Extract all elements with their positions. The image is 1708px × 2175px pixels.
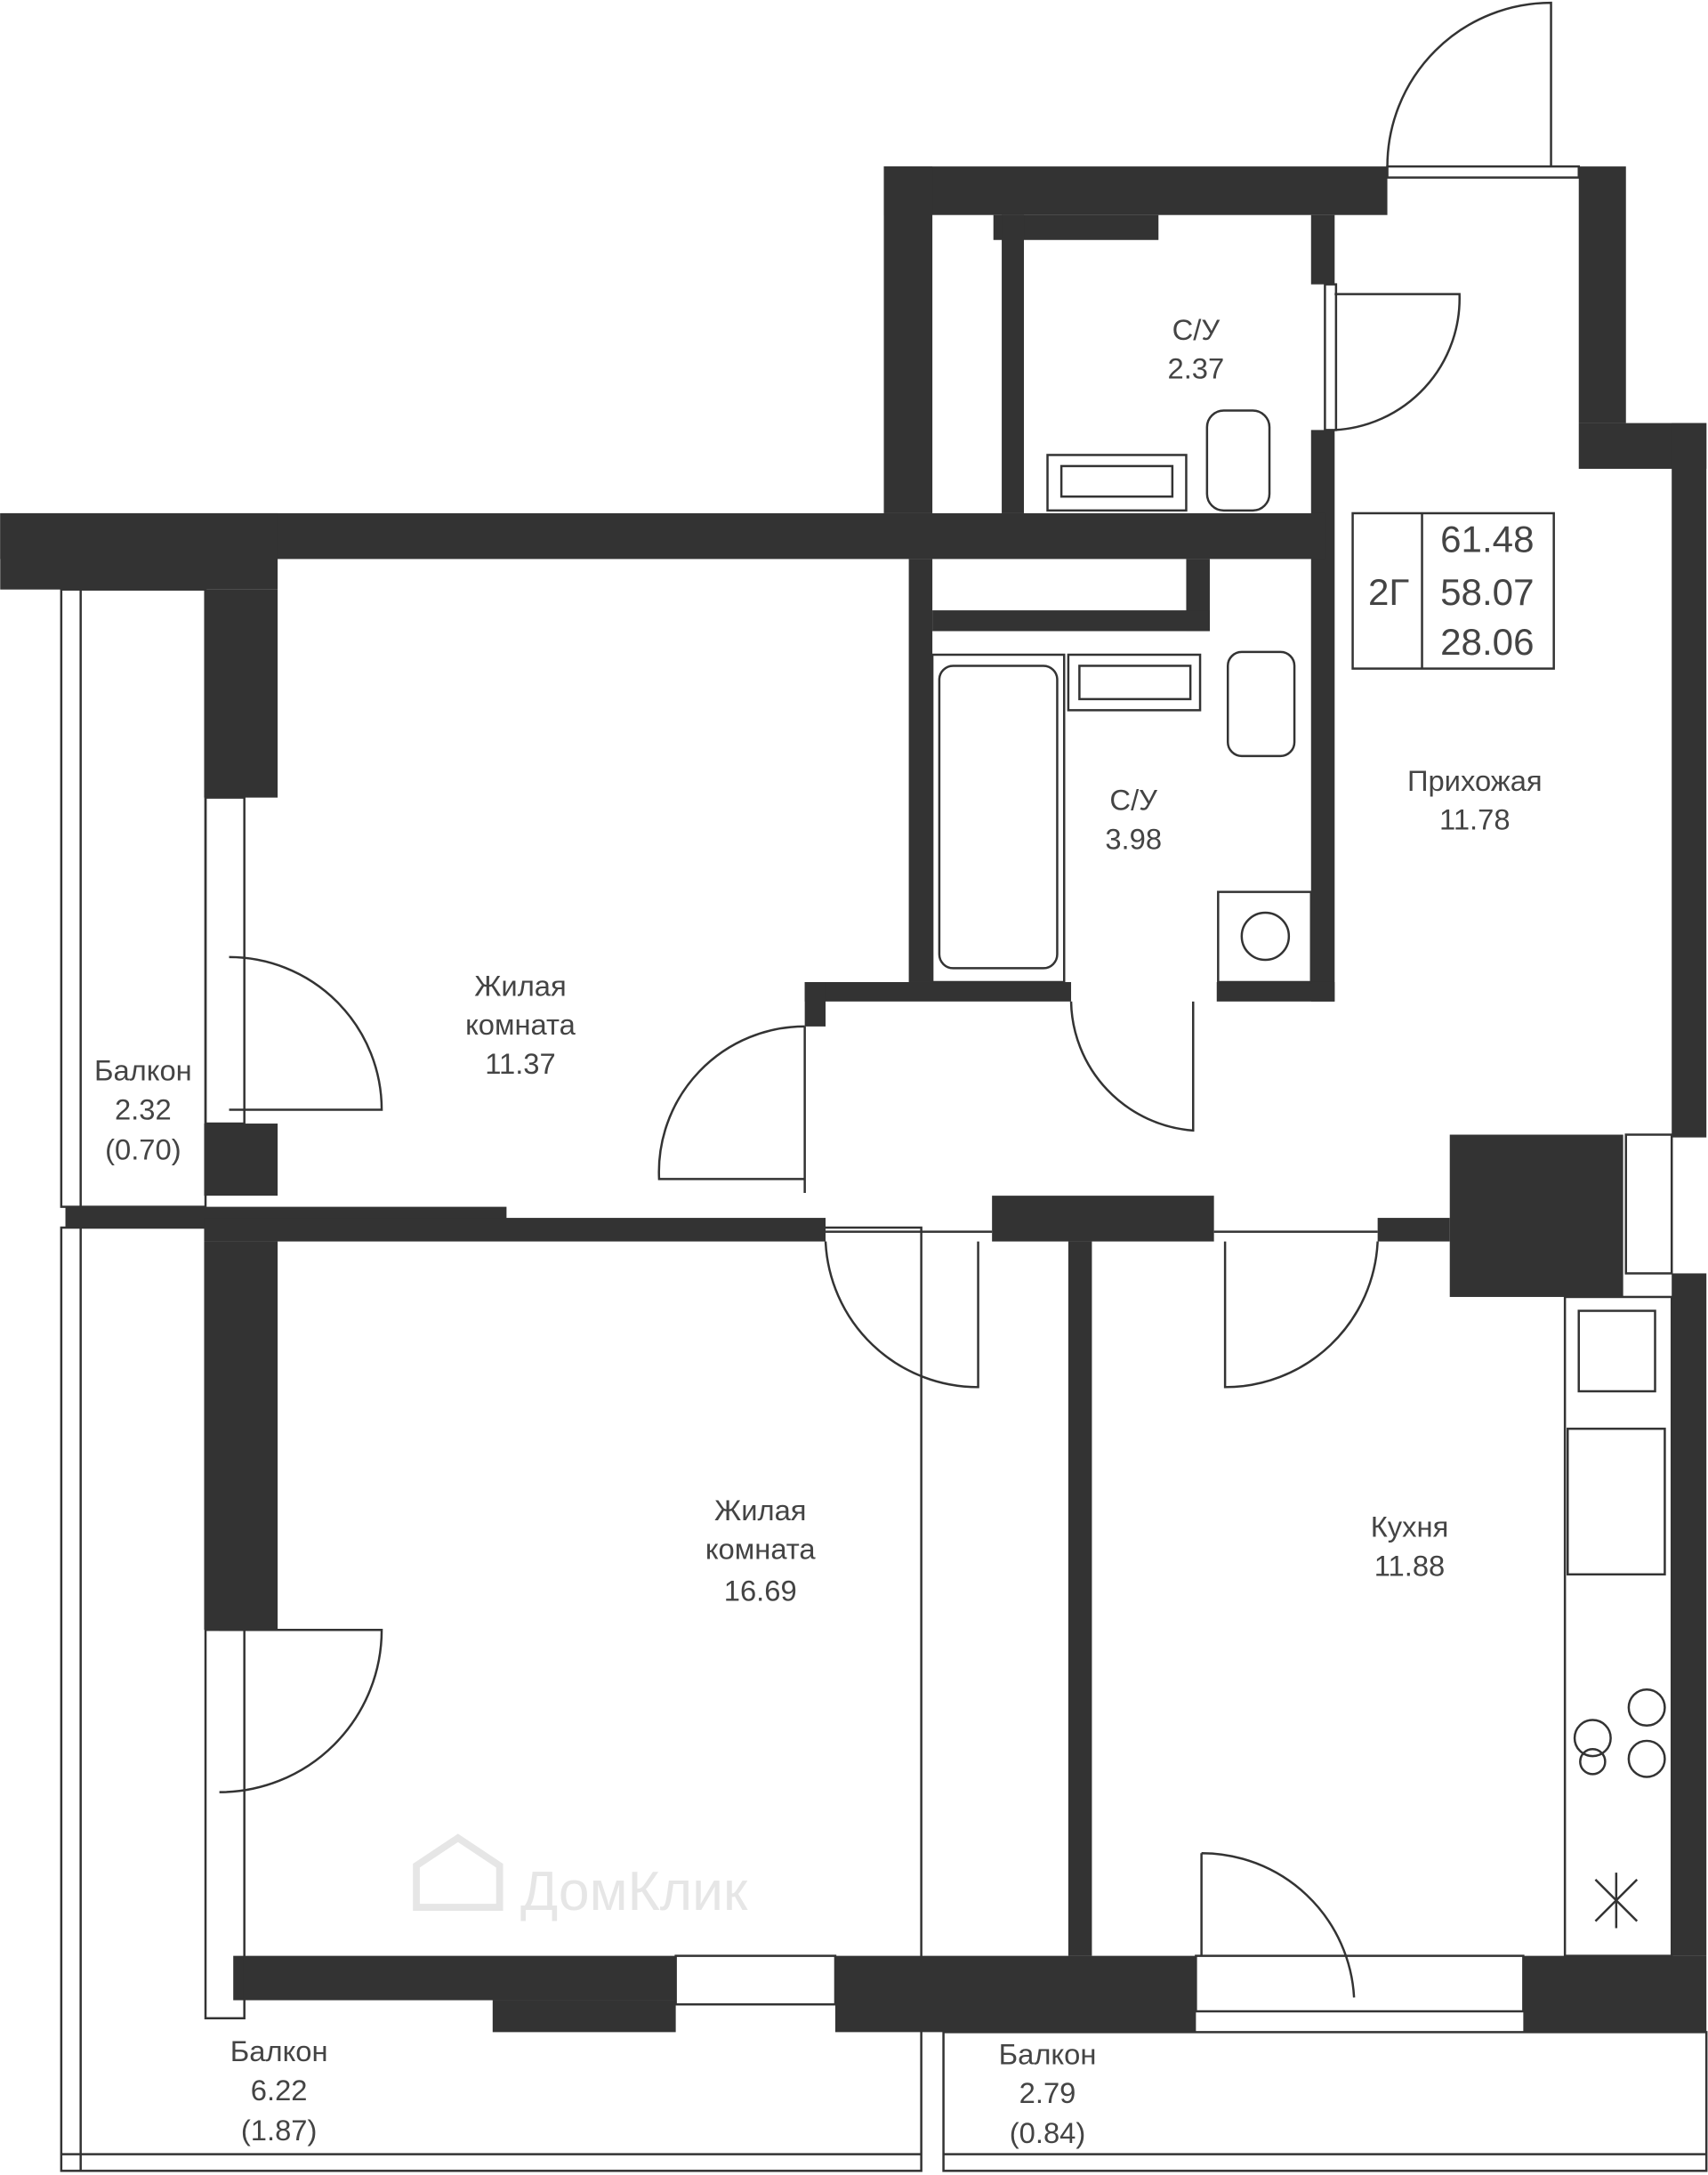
svg-text:комната: комната (465, 1008, 576, 1041)
apartment-type: 2Г (1368, 571, 1409, 613)
room-label-living-large: Жилая комната 16.69 (705, 1494, 817, 1607)
apartment-summary: 2Г 61.48 58.07 28.06 (1351, 512, 1555, 670)
svg-text:2.32: 2.32 (115, 1092, 172, 1125)
watermark-text: ДомКлик (520, 1861, 748, 1922)
room-label-balcony-1: Балкон 2.32 (0.70) (94, 1054, 192, 1166)
svg-text:(0.84): (0.84) (1010, 2116, 1086, 2149)
living-total: 58.07 (1440, 571, 1534, 613)
svg-text:Балкон: Балкон (94, 1054, 192, 1087)
svg-text:11.37: 11.37 (485, 1047, 555, 1080)
room-label-bathroom: С/У 3.98 (1105, 784, 1162, 856)
room-label-balcony-2: Балкон 6.22 (1.87) (230, 2034, 328, 2147)
svg-text:11.78: 11.78 (1439, 802, 1510, 835)
svg-text:2.79: 2.79 (1019, 2076, 1076, 2109)
walls (0, 166, 1707, 2033)
svg-text:Балкон: Балкон (230, 2034, 328, 2067)
room-label-hallway: Прихожая 11.78 (1407, 764, 1543, 836)
svg-text:Жилая: Жилая (714, 1494, 807, 1527)
living-area: 28.06 (1440, 621, 1534, 663)
fixtures (931, 409, 1673, 1957)
svg-text:(0.70): (0.70) (105, 1133, 181, 1166)
svg-text:Кухня: Кухня (1371, 1510, 1449, 1543)
room-label-wc-small: С/У 2.37 (1168, 313, 1225, 385)
svg-text:3.98: 3.98 (1105, 822, 1162, 855)
svg-text:6.22: 6.22 (251, 2074, 308, 2107)
room-label-bedroom-small: Жилая комната 11.37 (465, 970, 576, 1080)
svg-text:2.37: 2.37 (1168, 352, 1225, 385)
total-area: 61.48 (1440, 519, 1534, 560)
svg-text:Прихожая: Прихожая (1407, 764, 1543, 797)
svg-text:Жилая: Жилая (474, 970, 567, 1003)
svg-text:С/У: С/У (1109, 784, 1157, 817)
svg-text:С/У: С/У (1172, 313, 1221, 346)
svg-text:16.69: 16.69 (724, 1574, 797, 1607)
svg-text:комната: комната (705, 1533, 817, 1566)
room-label-balcony-3: Балкон 2.79 (0.84) (999, 2037, 1097, 2149)
doors-windows (204, 1, 1580, 2020)
watermark: ДомКлик (413, 1833, 748, 1922)
svg-text:(1.87): (1.87) (241, 2114, 318, 2147)
svg-text:Балкон: Балкон (999, 2037, 1097, 2070)
svg-text:11.88: 11.88 (1374, 1549, 1446, 1582)
room-label-kitchen: Кухня 11.88 (1371, 1510, 1449, 1583)
